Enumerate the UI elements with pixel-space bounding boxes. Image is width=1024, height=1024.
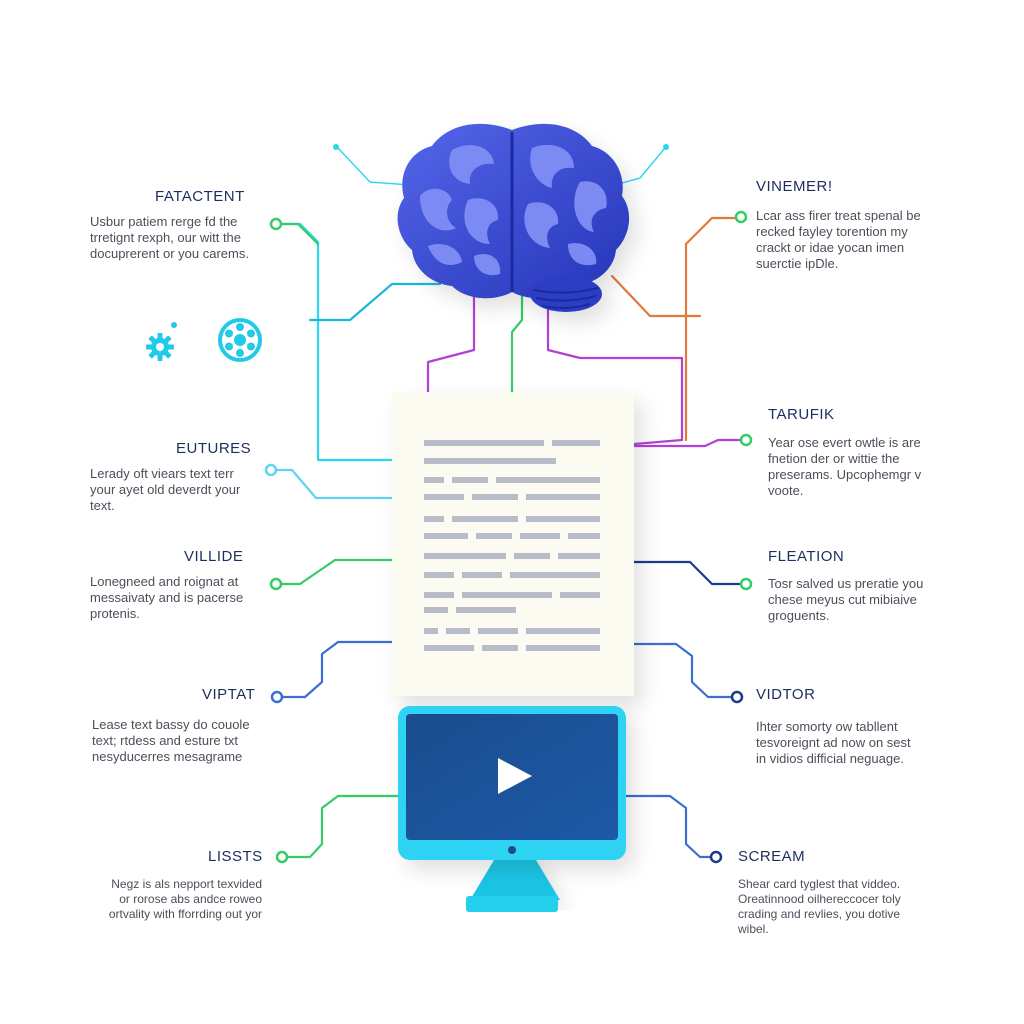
block-body: Lonegneed and roignat at messaivaty and …	[90, 574, 244, 621]
block-title: TARUFIK	[768, 406, 835, 423]
monitor-play-icon	[398, 706, 626, 912]
block-body: Lcar ass firer treat spenal be recked fa…	[756, 208, 921, 271]
block-title: FLEATION	[768, 548, 845, 565]
block-body: Shear card tyglest that viddeo. Oreatinn…	[738, 877, 901, 936]
connector-brain-doc-left	[426, 294, 476, 394]
gear-large-icon	[218, 318, 262, 362]
connector-brain-antenna-left	[337, 147, 411, 186]
connector-vidtor	[632, 642, 737, 699]
node-eutures	[264, 463, 278, 477]
block-tarufik: TARUFIK Year ose evert owtle is are fnet…	[768, 406, 948, 499]
connector-node	[663, 144, 669, 150]
connector-scream	[624, 794, 718, 859]
block-title: VINEMER!	[756, 178, 833, 195]
connector-brain-doc-right	[546, 308, 684, 446]
connector-fleation	[632, 560, 747, 586]
block-lissts: LISSTS Negz is als nepport texvided or r…	[92, 848, 282, 922]
gear-small-icon	[146, 322, 177, 361]
block-viptat: VIPTAT Lease text bassy do couole text; …	[92, 686, 282, 765]
node-fatactent	[269, 217, 283, 231]
block-title: VIPTAT	[202, 686, 256, 703]
block-vidtor: VIDTOR Ihter somorty ow tabllent tesvore…	[756, 686, 946, 767]
node-scream	[709, 850, 723, 864]
connector-brain-antenna-right	[614, 147, 666, 186]
block-title: SCREAM	[738, 848, 806, 865]
block-body: Negz is als nepport texvided or rorose a…	[108, 877, 262, 921]
connector-fatactent	[279, 222, 394, 462]
brain-icon	[397, 123, 630, 312]
block-body: Ihter somorty ow tabllent tesvoreignt ad…	[756, 719, 911, 766]
connector-lissts	[281, 794, 402, 859]
connector-node	[333, 144, 339, 150]
block-body: Usbur patiem rerge fd the trretignt rexp…	[90, 214, 249, 261]
block-body: Year ose evert owtle is are fnetion der …	[768, 435, 922, 498]
connector-fatactent-green	[279, 222, 320, 246]
block-title: LISSTS	[208, 848, 263, 865]
block-fatactent: FATACTENT Usbur patiem rerge fd the trre…	[90, 188, 290, 262]
block-body: Lease text bassy do couole text; rtdess …	[92, 717, 250, 764]
node-tarufik	[739, 433, 753, 447]
connector-tarufik	[632, 438, 747, 448]
block-scream: SCREAM Shear card tyglest that viddeo. O…	[738, 848, 938, 937]
node-lissts	[275, 850, 289, 864]
document-icon	[392, 392, 634, 696]
node-vinemer	[734, 210, 748, 224]
block-body: Lerady oft viears text terr your ayet ol…	[90, 466, 241, 513]
connector-eutures	[273, 468, 394, 500]
block-fleation: FLEATION Tosr salved us preratie you che…	[768, 548, 948, 624]
block-title: VIDTOR	[756, 686, 816, 703]
connector-viptat	[276, 640, 394, 699]
node-fleation	[739, 577, 753, 591]
node-vidtor	[730, 690, 744, 704]
node-viptat	[270, 690, 284, 704]
connector-nodes	[264, 210, 753, 864]
connector-vinemer	[684, 216, 740, 442]
block-body: Tosr salved us preratie you chese meyus …	[768, 576, 924, 623]
connector-brain-left	[308, 282, 442, 322]
block-villide: VILLIDE Lonegneed and roignat at messaiv…	[90, 548, 280, 622]
play-icon[interactable]	[498, 758, 532, 794]
block-title: FATACTENT	[155, 188, 245, 205]
node-villide	[269, 577, 283, 591]
block-vinemer: VINEMER! Lcar ass firer treat spenal be …	[756, 178, 946, 272]
block-eutures: EUTURES Lerady oft viears text terr your…	[90, 440, 280, 514]
block-title: VILLIDE	[184, 548, 244, 565]
connector-brain-right	[610, 274, 702, 318]
connector-brain-doc-center	[510, 294, 524, 394]
connector-villide	[274, 558, 394, 586]
block-title: EUTURES	[176, 440, 252, 457]
connector-lines	[273, 144, 747, 859]
